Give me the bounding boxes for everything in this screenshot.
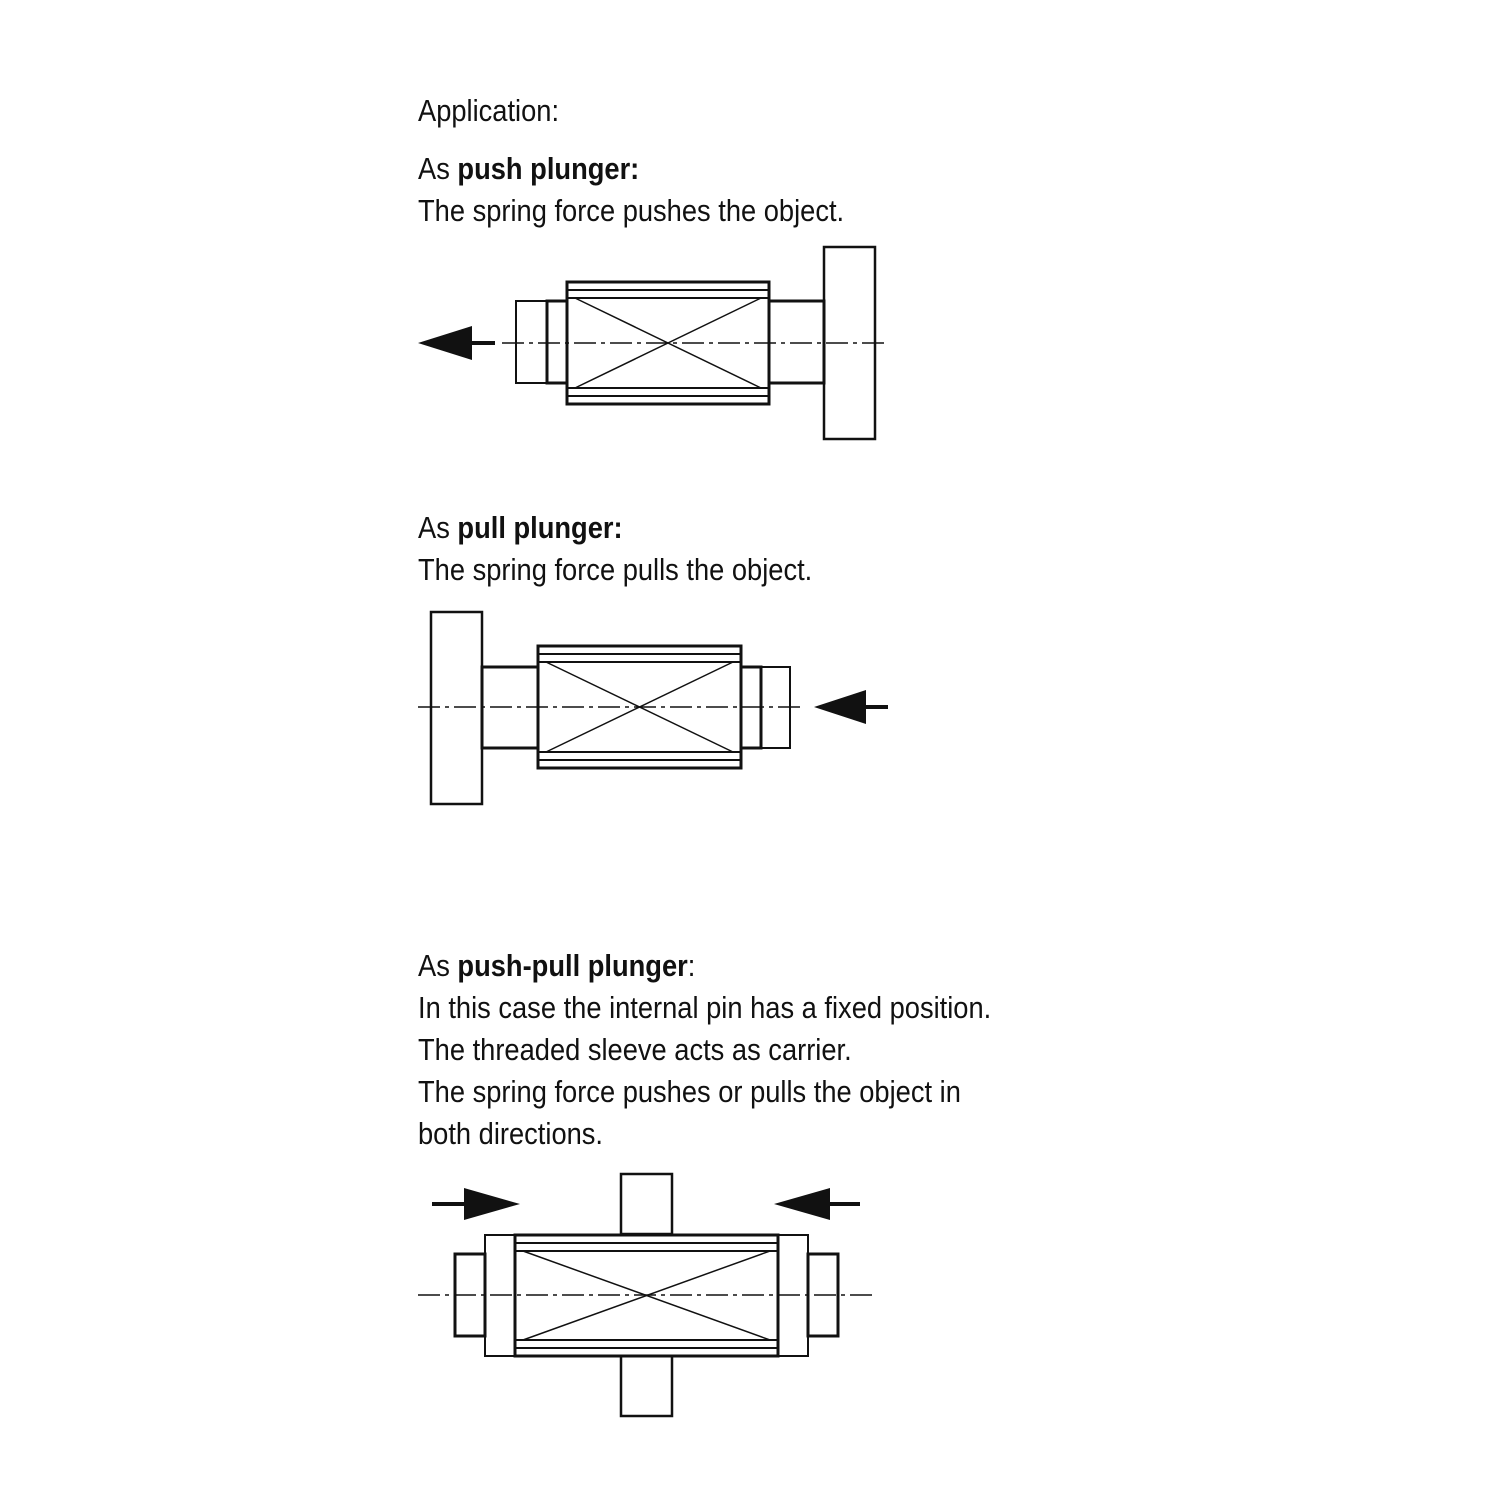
- pull-plunger-description: The spring force pulls the object.: [418, 552, 813, 587]
- push-pull-plunger-description-line-2: The threaded sleeve acts as carrier.: [418, 1032, 852, 1067]
- application-heading: Application:: [418, 93, 560, 128]
- push-plunger-description: The spring force pushes the object.: [418, 193, 845, 228]
- pull-plunger-title: As pull plunger:: [418, 510, 623, 545]
- push-pull-plunger-description-line-3: The spring force pushes or pulls the obj…: [418, 1074, 961, 1109]
- push-pull-plunger-title: As push-pull plunger:: [418, 948, 696, 983]
- push-pull-plunger-description-line-4: both directions.: [418, 1116, 604, 1151]
- push-pull-plunger-description-line-1: In this case the internal pin has a fixe…: [418, 990, 992, 1025]
- push-plunger-title: As push plunger:: [418, 151, 640, 186]
